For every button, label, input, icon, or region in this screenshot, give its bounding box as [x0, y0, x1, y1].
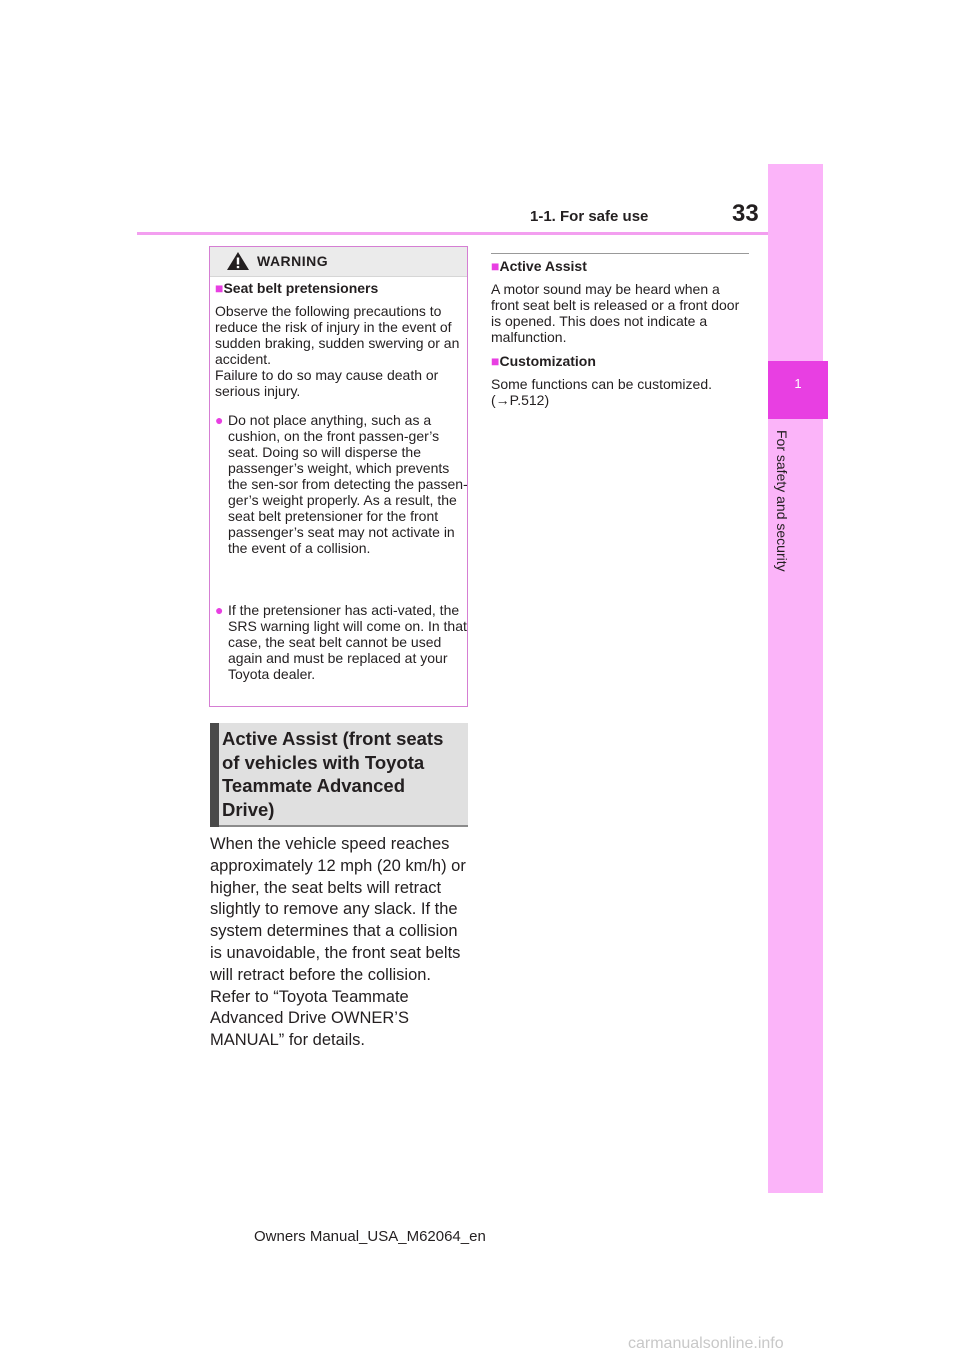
section-heading-bar — [210, 723, 219, 827]
footer-manual-id: Owners Manual_USA_M62064_en — [254, 1228, 486, 1245]
page-number: 33 — [732, 200, 759, 227]
active-assist-heading: ■Active Assist — [491, 258, 587, 274]
chapter-number: 1 — [794, 376, 802, 391]
watermark: carmanualsonline.info — [628, 1335, 784, 1352]
chapter-side-tab — [768, 164, 823, 1193]
section-body: When the vehicle speed reaches approxima… — [210, 835, 466, 1050]
section-heading-box — [210, 723, 468, 827]
header-rule — [137, 232, 768, 235]
customization-heading: ■Customization — [491, 353, 596, 369]
warning-bullet-text: If the pretensioner has acti-vated, the … — [228, 602, 467, 682]
warning-bullet-text: Do not place anything, such as a cushion… — [228, 412, 468, 556]
section-title: 1-1. For safe use — [530, 208, 649, 225]
square-marker: ■ — [215, 280, 224, 296]
customization-heading-text: Customization — [499, 353, 596, 369]
warning-subheading-text: Seat belt pretensioners — [223, 280, 379, 296]
square-marker: ■ — [491, 353, 500, 369]
bullet-marker: ● — [215, 412, 224, 428]
warning-triangle-icon — [227, 252, 249, 270]
chapter-number-box — [768, 361, 828, 419]
chapter-title: For safety and security — [774, 430, 790, 572]
warning-header — [210, 247, 467, 277]
bullet-marker: ● — [215, 602, 224, 618]
active-assist-text: A motor sound may be heard when a front … — [491, 281, 740, 345]
active-assist-heading-text: Active Assist — [499, 258, 587, 274]
square-marker: ■ — [491, 258, 500, 274]
warning-label: WARNING — [257, 253, 329, 269]
warning-intro-line-2: Failure to do so may cause death or seri… — [215, 367, 439, 399]
warning-intro-line-1: Observe the following precautions to red… — [215, 303, 460, 367]
warning-box — [209, 246, 468, 707]
section-heading: Active Assist (front seats of vehicles w… — [222, 728, 444, 820]
right-column-rule — [491, 253, 749, 254]
warning-intro: Observe the following precautions to red… — [215, 303, 463, 399]
customization-text: Some functions can be customized. (→P.51… — [491, 376, 713, 408]
warning-subheading: ■Seat belt pretensioners — [215, 280, 378, 296]
